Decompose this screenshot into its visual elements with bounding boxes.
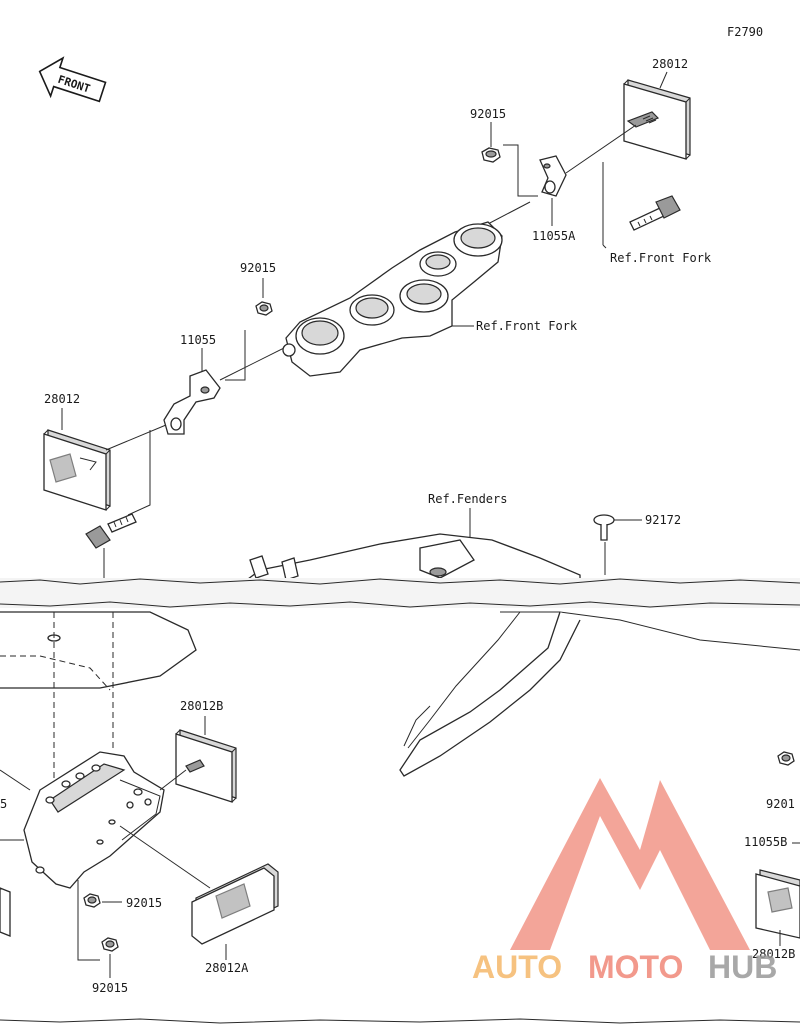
nut-top-right xyxy=(481,147,501,163)
label-28012-top: 28012 xyxy=(652,57,688,71)
watermark-text: AUTO MOTO HUB xyxy=(472,949,777,985)
label-ref-front-fork-clamp: Ref.Front Fork xyxy=(476,319,578,333)
label-92172: 92172 xyxy=(645,513,681,527)
label-92015-top-right: 92015 xyxy=(470,107,506,121)
label-partial-5: 5 xyxy=(0,797,7,811)
bracket-11055a xyxy=(539,155,567,197)
rear-bracket xyxy=(23,751,165,889)
reflector-rear-b xyxy=(175,729,237,803)
figure-code: F2790 xyxy=(727,25,763,39)
label-92015-rear-upper: 92015 xyxy=(126,896,162,910)
label-92015-rear-lower: 92015 xyxy=(92,981,128,995)
reflector-rear-a xyxy=(191,863,279,945)
reflector-left xyxy=(43,429,111,511)
bolt-top-right xyxy=(629,195,681,231)
label-28012a: 28012A xyxy=(205,961,249,975)
label-92015-top-left: 92015 xyxy=(240,261,276,275)
watermark-hub: HUB xyxy=(708,949,777,985)
nut-top-left xyxy=(255,301,273,316)
bracket-11055 xyxy=(163,369,221,435)
nut-right-partial xyxy=(777,751,795,766)
fender-lower-left xyxy=(0,611,197,691)
label-28012b: 28012B xyxy=(180,699,223,713)
label-11055: 11055 xyxy=(180,333,216,347)
watermark-logo-icon xyxy=(510,778,750,950)
label-11055a: 11055A xyxy=(532,229,576,243)
reflector-right-partial xyxy=(755,869,800,939)
nut-rear-upper xyxy=(83,893,101,908)
triple-clamp xyxy=(282,221,503,377)
reflector-top-right xyxy=(623,79,691,160)
fender-upper xyxy=(238,533,581,586)
label-28012b-partial: 28012B xyxy=(752,947,795,961)
fender-lower-right xyxy=(399,611,800,777)
watermark-moto: MOTO xyxy=(588,949,683,985)
scan-break-band xyxy=(0,578,800,608)
label-ref-front-fork-bolt: Ref.Front Fork xyxy=(610,251,712,265)
label-11055b-partial: 11055B xyxy=(744,835,787,849)
label-ref-fenders: Ref.Fenders xyxy=(428,492,507,506)
label-9201-partial: 9201 xyxy=(766,797,795,811)
label-28012-left: 28012 xyxy=(44,392,80,406)
reflector-partial-left xyxy=(0,887,11,937)
front-arrow-icon: FRONT xyxy=(38,56,107,103)
screw-92172 xyxy=(593,514,615,541)
bolt-left xyxy=(85,513,137,549)
watermark-auto: AUTO xyxy=(472,949,562,985)
nut-rear-lower xyxy=(101,937,119,952)
